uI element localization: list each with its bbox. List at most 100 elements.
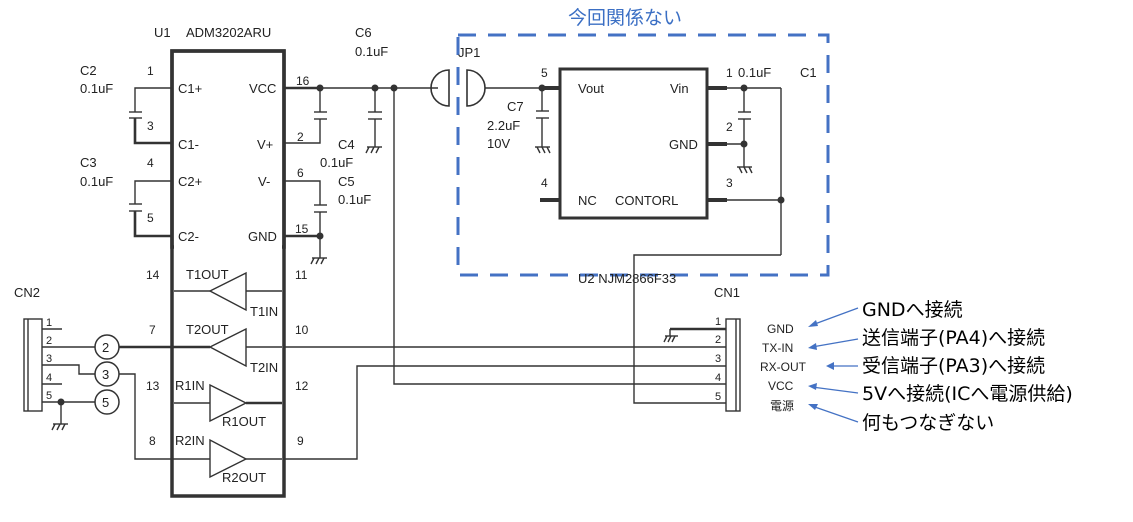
u1-pin-vcc: VCC [249, 81, 276, 96]
u2-pin-3: 3 [726, 176, 733, 190]
u1-pin-10: 10 [295, 323, 309, 337]
c7-voltage: 10V [487, 136, 510, 151]
u1-pin-r2out: R2OUT [222, 470, 266, 485]
unrelated-section-box [456, 33, 830, 277]
c7-ref: C7 [507, 99, 524, 114]
capacitor-c6: C6 0.1uF [355, 25, 388, 154]
vcc-to-cn1 [393, 88, 726, 385]
cn1-pin-2: 2 [715, 334, 721, 346]
driver-t2 [174, 327, 282, 368]
annotation-vcc: 5Vへ接続(ICへ電源供給) [862, 383, 1073, 405]
cn1-signal-rxout: RX-OUT [760, 360, 807, 374]
u1-pin-8: 8 [149, 434, 156, 448]
annotation-rx: 受信端子(PA3)へ接続 [862, 355, 1045, 377]
u2-pin-5: 5 [541, 66, 548, 80]
u1-pin-11: 11 [295, 268, 308, 282]
cn1-pin-1: 1 [715, 316, 721, 328]
cn1-signal-vcc: VCC [768, 379, 794, 393]
cn1-pin-5: 5 [715, 391, 721, 403]
u1-pin-vminus: V- [258, 174, 270, 189]
u1-pin-r1out: R1OUT [222, 414, 266, 429]
u1-part: ADM3202ARU [186, 25, 271, 40]
capacitor-c3: C3 0.1uF [80, 155, 172, 238]
c1-ref: C1 [800, 65, 817, 80]
c3-value: 0.1uF [80, 174, 113, 189]
annotation-gnd: GNDへ接続 [862, 299, 963, 321]
u1-pin-t2out: T2OUT [186, 322, 229, 337]
cn2-pin-1: 1 [46, 317, 52, 329]
u2-pin-vout: Vout [578, 81, 604, 96]
u1-pin-gnd: GND [248, 229, 277, 244]
rx-net [284, 365, 726, 460]
c2-ref: C2 [80, 63, 97, 78]
connector-cn1: CN1 1 2 3 4 5 [663, 285, 741, 412]
u1-pin-vplus: V+ [257, 137, 273, 152]
dsub-pin-3-label: 3 [102, 367, 109, 382]
cn2-pin-3: 3 [46, 353, 52, 365]
c4-value: 0.1uF [320, 155, 353, 170]
annotation-arrows [808, 307, 859, 423]
cn1-signal-txin: TX-IN [762, 341, 793, 355]
dsub-pin-3: 3 [94, 361, 120, 387]
u1-pin-t1out: T1OUT [186, 267, 229, 282]
u1-pin-c2m: C2- [178, 229, 199, 244]
cn2-pin-2: 2 [46, 335, 52, 347]
u1-pin-3: 3 [147, 119, 154, 133]
u1-pin-t1in: T1IN [250, 304, 278, 319]
u1-pin-t2in: T2IN [250, 360, 278, 375]
c6-ref: C6 [355, 25, 372, 40]
ground-icon [310, 257, 327, 265]
u2-pin-nc: NC [578, 193, 597, 208]
u1-pin-1: 1 [147, 64, 154, 78]
u1-pin-6: 6 [297, 166, 304, 180]
u1-pin-c1p: C1+ [178, 81, 202, 96]
c1-value: 0.1uF [738, 65, 771, 80]
u1-pin-5: 5 [147, 211, 154, 225]
u1-pin-14: 14 [146, 268, 160, 282]
u1-pin-13: 13 [146, 379, 160, 393]
c5-ref: C5 [338, 174, 355, 189]
u1-pin-4: 4 [147, 156, 154, 170]
receiver-r2 [174, 438, 282, 479]
u2-pin-2: 2 [726, 120, 733, 134]
capacitor-c4: C4 0.1uF [284, 88, 355, 170]
u1-ref: U1 [154, 25, 171, 40]
u1-body [170, 49, 286, 498]
jp1-ref: JP1 [458, 45, 480, 60]
u2-pin-1: 1 [726, 66, 733, 80]
cn2-pin-5: 5 [46, 390, 52, 402]
jumper-jp1: JP1 [430, 45, 540, 107]
u1-pin-c1m: C1- [178, 137, 199, 152]
c7-value: 2.2uF [487, 118, 520, 133]
u1-pin-r2in: R2IN [175, 433, 205, 448]
dsub-pin-5-label: 5 [102, 395, 109, 410]
u1-pin-15: 15 [295, 222, 309, 236]
cn1-signal-gnd: GND [767, 322, 794, 336]
cn1-pin-4: 4 [715, 372, 721, 384]
driver-t1 [174, 271, 282, 312]
u1-pin-c2p: C2+ [178, 174, 202, 189]
cn1-pin-3: 3 [715, 353, 721, 365]
u1-pin-7: 7 [149, 323, 156, 337]
dsub-pin-5: 5 [94, 389, 120, 415]
unrelated-section-title: 今回関係ない [568, 7, 682, 29]
c2-value: 0.1uF [80, 81, 113, 96]
u2-label: U2 NJM2866F33 [578, 271, 676, 286]
u1-pin-r1in: R1IN [175, 378, 205, 393]
capacitor-c1: 0.1uF C1 [727, 65, 817, 174]
cn1-signal-power: 電源 [770, 399, 794, 413]
cn2-pin-4: 4 [46, 372, 52, 384]
annotation-power: 何もつなぎない [862, 412, 994, 434]
cn2-ref: CN2 [14, 285, 40, 300]
receiver-r1 [174, 383, 282, 423]
capacitor-c2: C2 0.1uF [80, 63, 172, 145]
c3-ref: C3 [80, 155, 97, 170]
u1-pin-16: 16 [296, 74, 310, 88]
u2-pin-vin: Vin [670, 81, 689, 96]
u1-pin-12: 12 [295, 379, 309, 393]
dsub-pin-2-label: 2 [102, 340, 109, 355]
u2-pin-4: 4 [541, 176, 548, 190]
c5-value: 0.1uF [338, 192, 371, 207]
cn1-pin5-net [633, 254, 781, 404]
